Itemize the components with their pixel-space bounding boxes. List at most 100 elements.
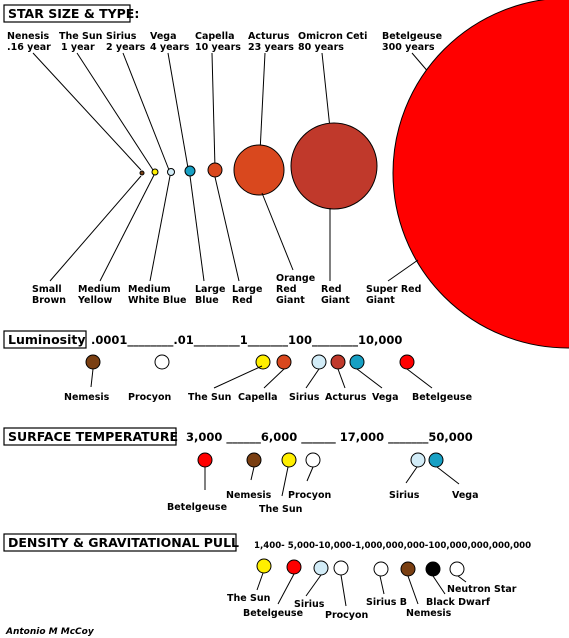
leader-bot-sirius: [149, 175, 171, 282]
size-star-acturus: [233, 144, 285, 196]
dens-star-betelgeuse: [286, 559, 302, 575]
dens-label-nemesis: Nemesis: [406, 608, 452, 619]
size-dist-omicron: 80 years: [298, 42, 344, 53]
temperature-title: SURFACE TEMPERATURE: [8, 429, 178, 444]
luminosity-scale: .0001________.01________1_______100_____…: [91, 333, 402, 348]
size-dist-nenesis: .16 year: [7, 42, 51, 53]
lum-star-betelgeuse: [399, 354, 415, 370]
lum-star-sirius: [311, 354, 327, 370]
size-name-betelgeuse: Betelgeuse: [382, 31, 442, 42]
lum-star-capella: [276, 354, 292, 370]
leader-top-nenesis: [32, 52, 142, 171]
leader-bot-sun: [99, 174, 155, 282]
size-dist-sun: 1 year: [61, 42, 95, 53]
temp-label-procyon: Procyon: [288, 490, 332, 501]
leader-top-sirius: [122, 52, 170, 171]
size-name-omicron: Omicron Ceti: [298, 31, 367, 42]
type-label-nenesis: Small Brown: [32, 284, 66, 306]
dens-star-procyon: [333, 560, 349, 576]
temp-leader-vega: [436, 466, 460, 485]
density-section: DENSITY & GRAVITATIONAL PULL 1,400- 5,00…: [3, 533, 531, 621]
size-title-box: [3, 4, 131, 23]
size-dist-capella: 10 years: [195, 42, 241, 53]
dens-label-sirius-b: Sirius B: [366, 597, 407, 608]
dens-star-black-dwarf: [425, 561, 441, 577]
dens-star-nemesis: [400, 561, 416, 577]
size-star-sun: [151, 168, 159, 176]
temp-leader-sirius: [405, 466, 418, 484]
lum-label-vega: Vega: [372, 392, 399, 403]
type-label-betelgeuse: Super Red Giant: [366, 284, 425, 306]
lum-star-nemesis: [85, 354, 101, 370]
size-star-capella: [207, 162, 223, 178]
lum-leader-nemesis: [90, 368, 94, 388]
size-name-acturus: Acturus: [248, 31, 290, 42]
size-name-nenesis: Nenesis: [7, 31, 50, 42]
leader-bot-vega: [189, 175, 205, 282]
dens-leader-procyon: [340, 574, 347, 607]
type-label-sun: Medium Yellow: [77, 284, 124, 306]
leader-bot-acturus: [261, 192, 294, 271]
dens-label-sirius: Sirius: [294, 599, 325, 610]
dens-label-betelgeuse: Betelgeuse: [243, 608, 303, 619]
dens-star-neutron: [449, 561, 465, 577]
dens-star-sun: [256, 558, 272, 574]
dens-star-sirius: [313, 560, 329, 576]
leader-top-capella: [211, 52, 216, 169]
dens-leader-black-dwarf: [432, 575, 446, 595]
lum-leader-sirius: [305, 368, 320, 389]
luminosity-title-box: [3, 330, 87, 349]
dens-label-procyon: Procyon: [325, 610, 369, 621]
temperature-title-box: [3, 427, 177, 446]
dens-star-sirius-b: [373, 561, 389, 577]
dens-leader-nemesis: [407, 575, 419, 605]
size-name-capella: Capella: [195, 31, 235, 42]
temp-leader-procyon: [306, 466, 314, 482]
leader-top-vega: [167, 52, 189, 169]
dens-leader-neutron: [457, 575, 467, 583]
temp-star-nemesis: [246, 452, 262, 468]
dens-leader-betelgeuse: [277, 573, 295, 605]
lum-label-betelgeuse: Betelgeuse: [412, 392, 472, 403]
size-dist-acturus: 23 years: [248, 42, 294, 53]
temp-star-procyon: [305, 452, 321, 468]
size-star-betelgeuse: [392, 0, 569, 349]
dens-label-black-dwarf: Black Dwarf: [426, 597, 491, 608]
lum-leader-sun: [213, 365, 263, 389]
temp-label-nemesis: Nemesis: [226, 490, 272, 501]
size-dist-betelgeuse: 300 years: [382, 42, 435, 53]
lum-star-vega: [349, 354, 365, 370]
lum-label-capella: Capella: [238, 392, 278, 403]
density-title-box: [3, 533, 237, 552]
leader-top-sun: [76, 52, 154, 171]
size-section: STAR SIZE & TYPE: Nenesis The Sun Sirius…: [3, 0, 569, 349]
temp-label-betelgeuse: Betelgeuse: [167, 502, 227, 513]
lum-label-nemesis: Nemesis: [64, 392, 110, 403]
lum-star-sun: [255, 354, 271, 370]
leader-bot-betelgeuse: [387, 259, 419, 282]
lum-star-procyon: [154, 354, 170, 370]
type-label-sirius: Medium White Blue: [128, 284, 187, 306]
density-scale: 1,400- 5,000-10,000-1,000,000,000-100,00…: [254, 541, 531, 551]
density-title: DENSITY & GRAVITATIONAL PULL: [8, 535, 239, 550]
size-name-sun: The Sun: [59, 31, 103, 42]
temp-star-vega: [428, 452, 444, 468]
size-dist-vega: 4 years: [150, 42, 190, 53]
size-name-vega: Vega: [150, 31, 177, 42]
size-title: STAR SIZE & TYPE:: [8, 6, 139, 21]
luminosity-title: Luminosity: [8, 332, 86, 347]
temp-star-betelgeuse: [197, 452, 213, 468]
author-credit: Antonio M McCoy: [5, 627, 95, 637]
lum-label-procyon: Procyon: [128, 392, 172, 403]
temp-leader-sun: [281, 466, 289, 497]
dens-label-sun: The Sun: [227, 593, 271, 604]
temp-leader-nemesis: [250, 466, 255, 481]
luminosity-section: Luminosity .0001________.01________1____…: [3, 330, 472, 403]
temp-label-sun: The Sun: [259, 504, 303, 515]
temp-label-sirius: Sirius: [389, 490, 420, 501]
temp-star-sirius: [410, 452, 426, 468]
size-star-sirius: [167, 168, 175, 176]
lum-leader-vega: [356, 368, 383, 389]
size-star-vega: [184, 165, 196, 177]
type-label-vega: Large Blue: [195, 284, 229, 306]
